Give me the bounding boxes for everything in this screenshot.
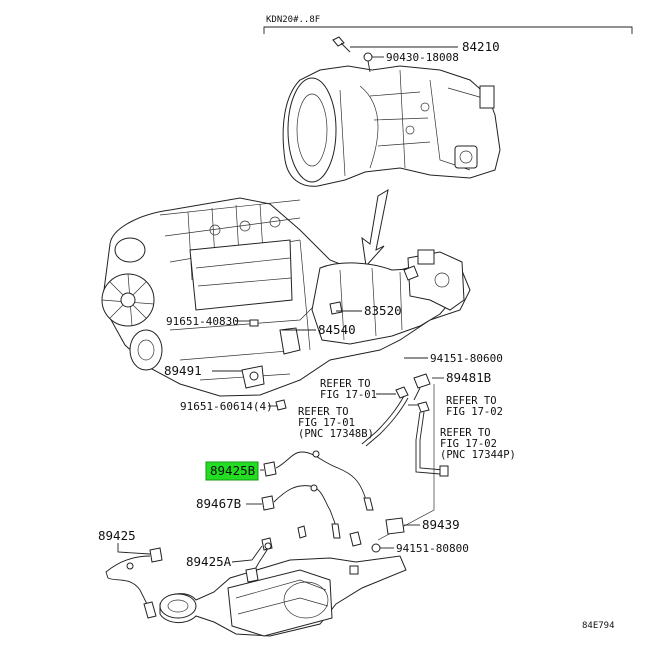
ref4-line3[interactable]: (PNC 17344P): [440, 449, 516, 461]
label-89481b[interactable]: 89481B: [446, 370, 491, 385]
leader-lines: [117, 46, 458, 563]
highlight-box: [205, 461, 259, 481]
label-89439[interactable]: 89439: [422, 517, 460, 532]
label-94151-80800[interactable]: 94151-80800: [396, 542, 469, 555]
model-header: KDN20#..8F: [263, 15, 633, 34]
figure-code: 84E794: [582, 621, 615, 631]
model-code: KDN20#..8F: [266, 15, 320, 25]
label-84540[interactable]: 84540: [318, 322, 356, 337]
wire-harness-drawing: [105, 373, 449, 619]
part-labels: 84210 90430-18008 83520 91651-40830 8454…: [98, 39, 503, 569]
down-arrow: [361, 188, 389, 268]
ref2-line2[interactable]: FIG 17-01: [298, 417, 355, 429]
ref3-line1[interactable]: REFER TO: [446, 395, 497, 407]
transfer-case-drawing: [282, 36, 501, 187]
label-89425[interactable]: 89425: [98, 528, 136, 543]
ref1-line1[interactable]: REFER TO: [320, 378, 371, 390]
label-89425a[interactable]: 89425A: [186, 554, 232, 569]
label-83520[interactable]: 83520: [364, 303, 402, 318]
label-89491[interactable]: 89491: [164, 363, 202, 378]
ref3-line2[interactable]: FIG 17-02: [446, 406, 503, 418]
label-94151-80600[interactable]: 94151-80600: [430, 352, 503, 365]
ref2-line1[interactable]: REFER TO: [298, 406, 349, 418]
ref4-line2[interactable]: FIG 17-02: [440, 438, 497, 450]
reference-notes: REFER TO FIG 17-01 REFER TO FIG 17-01 (P…: [298, 378, 516, 461]
label-89425b[interactable]: 89425B: [210, 463, 255, 478]
label-91651-40830[interactable]: 91651-40830: [166, 315, 239, 328]
ref2-line3[interactable]: (PNC 17348B): [298, 428, 374, 440]
ref4-line1[interactable]: REFER TO: [440, 427, 491, 439]
ref1-line2[interactable]: FIG 17-01: [320, 389, 377, 401]
label-89467b[interactable]: 89467B: [196, 496, 241, 511]
engine-drawing: [101, 197, 471, 411]
label-84210[interactable]: 84210: [462, 39, 500, 54]
label-90430-18008[interactable]: 90430-18008: [386, 51, 459, 64]
exhaust-drawing: [159, 525, 407, 637]
label-91651-60614[interactable]: 91651-60614(4): [180, 400, 273, 413]
